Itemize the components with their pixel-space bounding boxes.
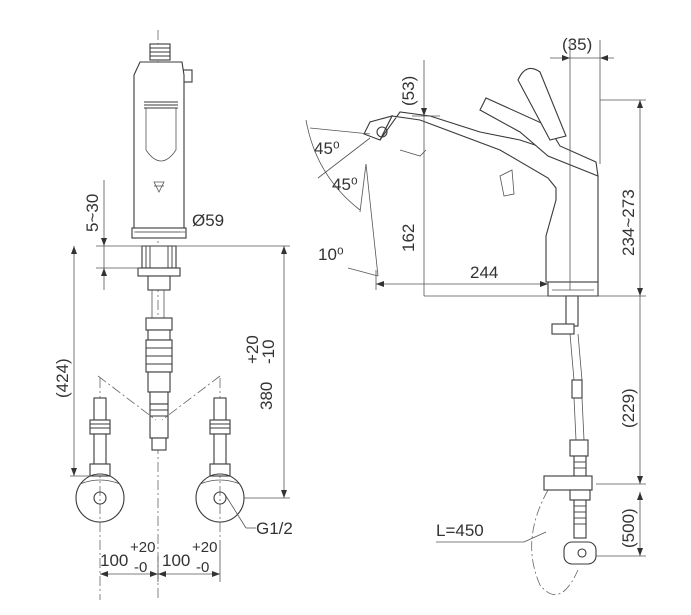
below-counter-dimension: (229) [596, 296, 646, 485]
angle-top-label: 45⁰ [314, 139, 340, 158]
thread-label: G1/2 [256, 519, 293, 538]
spacing-right-main: 100 [162, 551, 190, 570]
spout-height-label: 162 [399, 224, 418, 252]
pull-out-hose [531, 295, 597, 595]
spacing-left-main: 100 [100, 551, 128, 570]
counter-thickness-label: 5~30 [83, 194, 102, 232]
thread-callout: G1/2 [225, 495, 293, 538]
hose-left [97, 375, 157, 421]
diameter-dimension: Ø59 [134, 211, 224, 233]
spout-height-dimension: 162 [399, 224, 418, 252]
faucet-body-side [363, 67, 599, 297]
height-range-dimension: 234~273 [600, 99, 646, 296]
head-label: (53) [399, 76, 418, 106]
top-connector [149, 43, 193, 83]
diameter-label: Ø59 [192, 211, 224, 230]
angle-mid-label: 45⁰ [332, 175, 358, 194]
spacing-dimension: 100 +20 -0 100 +20 -0 [100, 539, 221, 582]
reach-label: 244 [470, 263, 498, 282]
front-view: Ø59 5~30 (424) 380 +20 -10 [53, 30, 293, 600]
offset-label: (35) [562, 35, 592, 54]
overall-length-dimension: (424) [53, 246, 92, 477]
reach-dimension: 244 [375, 263, 646, 297]
spray-angle-lines: 45⁰ 45⁰ 10⁰ [305, 119, 379, 277]
faucet-body-front [131, 61, 187, 239]
offset-dimension: (35) [550, 35, 614, 290]
head-dimension: (53) [399, 60, 440, 296]
weight-position-dimension: (500) [596, 492, 646, 557]
hose-length-dimension: 380 +20 -10 [243, 246, 290, 499]
stop-valve-right [195, 378, 245, 540]
height-range-label: 234~273 [619, 189, 638, 256]
side-view: 45⁰ 45⁰ 10⁰ (35) (53) 162 [305, 35, 646, 595]
below-counter-label: (229) [619, 388, 638, 428]
spacing-left-plus: +20 [130, 539, 155, 556]
hose-length-callout: L=450 [436, 521, 547, 543]
spacing-right-minus: -0 [196, 559, 209, 576]
hose-length-plus: +20 [243, 335, 262, 364]
angle-low-label: 10⁰ [318, 245, 344, 264]
mounting-shank [137, 245, 181, 451]
overall-length-label: (424) [53, 358, 72, 398]
hose-length-main: 380 [257, 382, 276, 410]
stop-valve-left [75, 378, 125, 600]
weight-position-label: (500) [619, 508, 638, 548]
hose-length-minus: -10 [259, 339, 278, 364]
hose-length-callout-label: L=450 [436, 521, 484, 540]
counter-thickness-dimension: 5~30 [83, 180, 290, 290]
hose-right [161, 375, 221, 421]
spacing-right-plus: +20 [192, 539, 217, 556]
spacing-left-minus: -0 [134, 559, 147, 576]
